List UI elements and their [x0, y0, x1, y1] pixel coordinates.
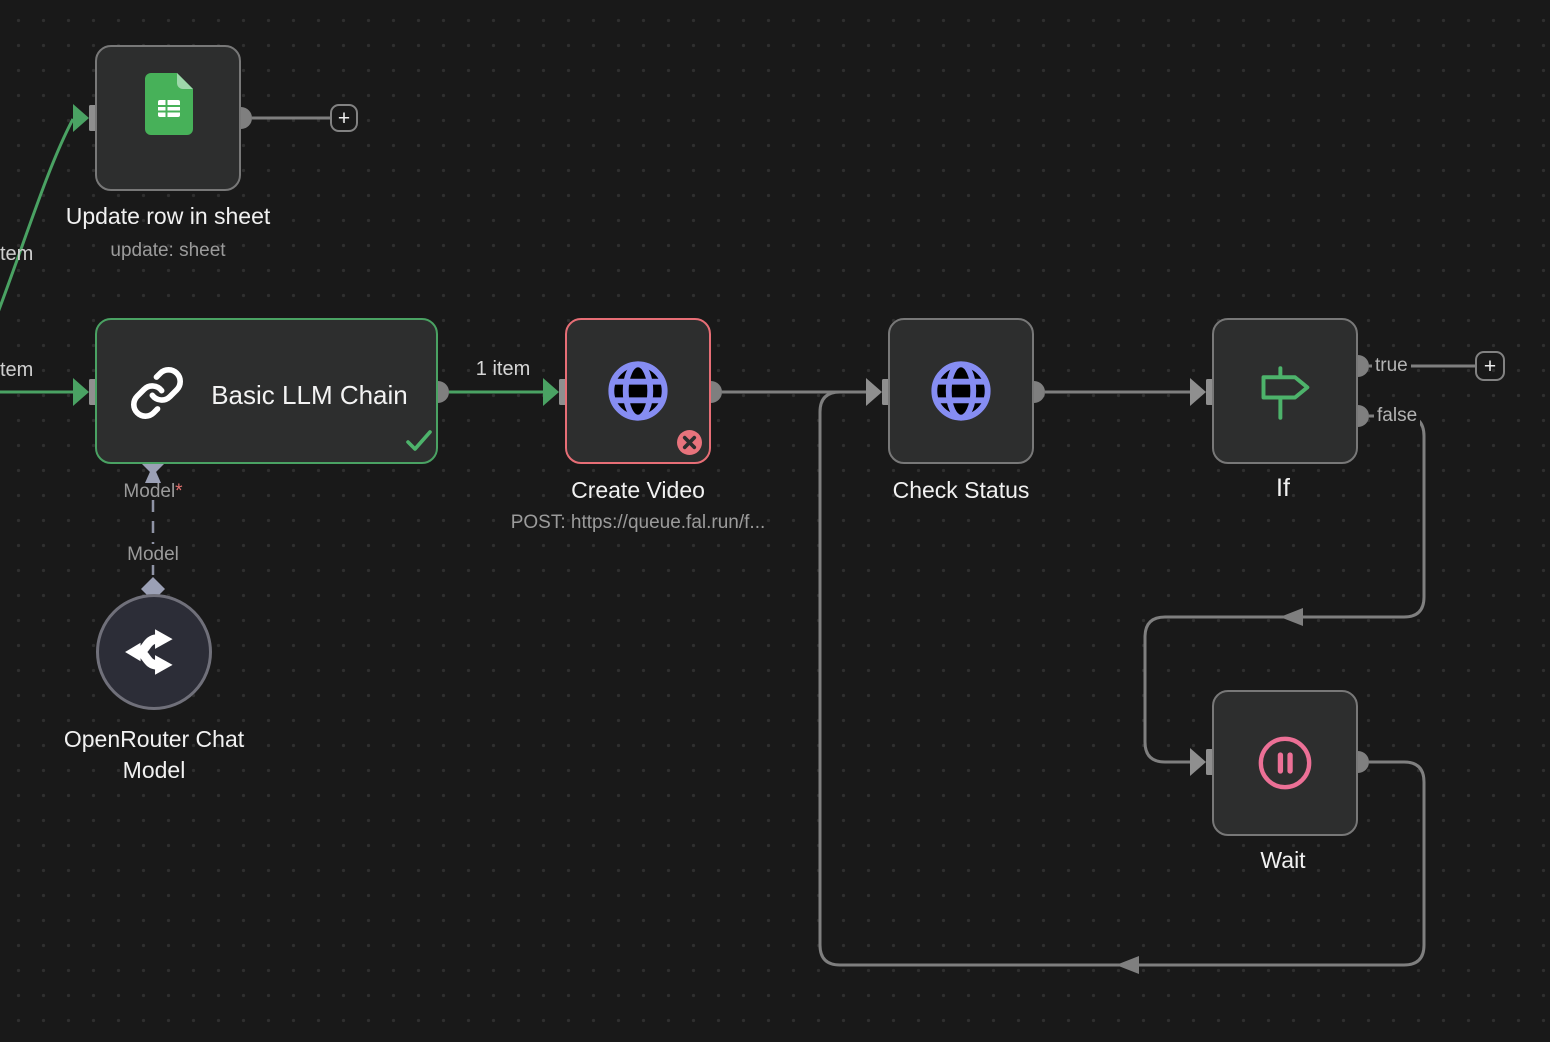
node-subtitle-create-video: POST: https://queue.fal.run/f... — [510, 512, 766, 533]
node-title-check-status: Check Status — [892, 477, 1030, 503]
output-label-false: false — [1374, 404, 1421, 428]
node-update-row-in-sheet[interactable] — [95, 45, 241, 191]
node-title-update-row: Update row in sheet — [65, 203, 271, 229]
model-required-label: Model* — [123, 481, 183, 502]
node-title-basic-llm-chain: Basic LLM Chain — [211, 380, 408, 410]
node-title-wait: Wait — [1260, 847, 1306, 873]
connection-into-update-row[interactable] — [0, 118, 75, 344]
globe-icon — [608, 361, 668, 421]
node-create-video[interactable] — [565, 318, 711, 464]
chain-link-icon — [131, 367, 183, 419]
output-label-true: true — [1372, 354, 1411, 378]
add-node-button[interactable]: + — [1475, 351, 1505, 381]
connection-if-false-to-wait[interactable] — [1143, 414, 1426, 764]
pause-icon — [1258, 736, 1312, 790]
add-node-button[interactable]: + — [330, 104, 358, 132]
node-title-openrouter: OpenRouter Chat Model — [63, 726, 245, 783]
node-openrouter-chat-model[interactable] — [96, 594, 212, 710]
edge-item-count-label-partial: tem — [0, 359, 34, 381]
node-wait[interactable] — [1212, 690, 1358, 836]
node-subtitle-update-row: update: sheet — [110, 240, 226, 261]
openrouter-icon — [125, 629, 173, 675]
node-title-create-video: Create Video — [571, 477, 705, 503]
signpost-icon — [1261, 366, 1310, 420]
model-label: Model — [93, 544, 213, 566]
connection-model-to-llm[interactable] — [140, 449, 166, 601]
arrowhead-left — [1280, 608, 1303, 626]
edge-item-count-label-partial: tem — [0, 243, 34, 265]
connection-wait-to-check-status[interactable] — [818, 390, 1426, 974]
connection-item-count-label: 1 item — [475, 358, 531, 380]
node-check-status[interactable] — [888, 318, 1034, 464]
node-title-if: If — [1276, 474, 1290, 502]
arrowhead-left — [1116, 956, 1139, 974]
success-check-icon — [406, 430, 432, 451]
node-basic-llm-chain[interactable]: Basic LLM Chain — [95, 318, 438, 464]
error-badge-icon — [677, 430, 702, 455]
google-sheets-icon — [145, 73, 193, 135]
node-if[interactable] — [1212, 318, 1358, 464]
globe-icon — [931, 361, 991, 421]
